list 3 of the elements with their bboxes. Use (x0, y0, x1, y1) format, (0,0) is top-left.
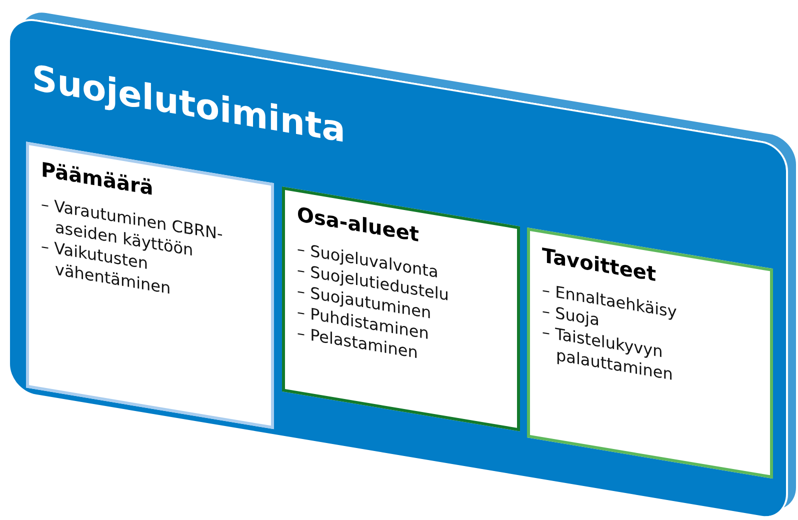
box-heading: Osa-alueet (297, 202, 419, 246)
box-heading: Tavoitteet (542, 243, 656, 286)
box-heading: Päämäärä (41, 157, 154, 200)
